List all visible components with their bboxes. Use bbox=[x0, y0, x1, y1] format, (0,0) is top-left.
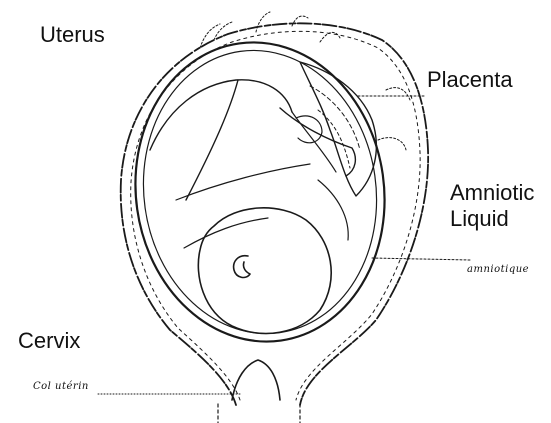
fetus-limb bbox=[176, 164, 310, 200]
label-amniotic-line1: Amniotic bbox=[450, 180, 534, 206]
uterine-wall-mid bbox=[131, 31, 420, 400]
amniotic-leader bbox=[372, 258, 470, 260]
fetus-head bbox=[198, 208, 331, 334]
label-amniotic-liquid: Amniotic Liquid bbox=[450, 180, 534, 232]
label-placenta: Placenta bbox=[427, 67, 513, 93]
handwritten-amniotique: amniotique bbox=[467, 264, 529, 275]
label-uterus: Uterus bbox=[40, 22, 105, 48]
label-cervix: Cervix bbox=[18, 328, 80, 354]
fetus-ear bbox=[234, 256, 250, 278]
handwritten-col-uterin: Col utérin bbox=[33, 381, 89, 392]
fetus-back bbox=[150, 80, 292, 150]
fetus-hand bbox=[184, 218, 268, 248]
label-amniotic-line2: Liquid bbox=[450, 206, 534, 232]
uterine-wall-outer bbox=[121, 23, 428, 405]
fetus-leg bbox=[280, 108, 355, 176]
